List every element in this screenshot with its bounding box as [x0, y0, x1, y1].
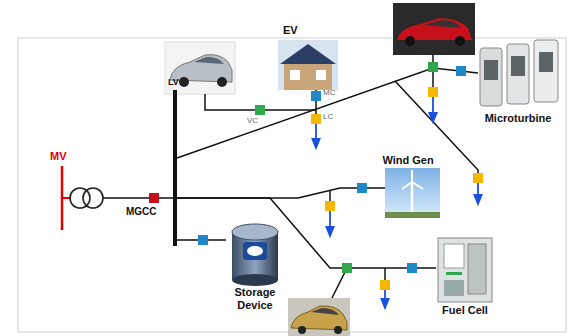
device-node: Microturbine: [478, 36, 562, 108]
feeder-line: [177, 188, 385, 198]
feeder-line: [177, 68, 478, 158]
device-node: Storage Device: [226, 222, 284, 284]
gold-car-picture: [288, 298, 350, 336]
storage-tank-picture: [232, 224, 278, 286]
fuel-cell-picture: [438, 238, 492, 302]
node-caption: Microturbine: [474, 112, 562, 125]
feeder-line: [177, 198, 436, 268]
wire: [103, 197, 175, 199]
mv-wire: [62, 197, 70, 199]
load-arrows: [316, 97, 478, 304]
node-caption: LV: [168, 77, 188, 87]
controller-label: LC: [323, 113, 333, 122]
controller-squares: [149, 62, 483, 290]
ev-car-picture: [165, 42, 235, 94]
device-node: Fuel Cell: [436, 236, 494, 302]
wires: [205, 55, 478, 298]
node-caption: Storage Device: [223, 286, 287, 311]
device-label: EV: [283, 24, 298, 36]
frame: [18, 38, 566, 332]
microturbine-picture: [480, 40, 558, 106]
transformer-symbol: [83, 188, 103, 208]
device-node: Wind Gen: [385, 168, 440, 218]
voltage-label: MV: [50, 150, 67, 162]
house-picture: [278, 40, 338, 90]
wind-turbine-picture: [385, 168, 440, 218]
controller-label: MGCC: [126, 206, 157, 217]
controller-label: MC: [323, 89, 335, 98]
controller-label: VC: [247, 117, 258, 126]
node-caption: Wind Gen: [373, 154, 443, 167]
node-caption: Fuel Cell: [430, 304, 500, 317]
red-car-picture: [393, 3, 475, 55]
bus-bar: LV: [173, 90, 177, 246]
